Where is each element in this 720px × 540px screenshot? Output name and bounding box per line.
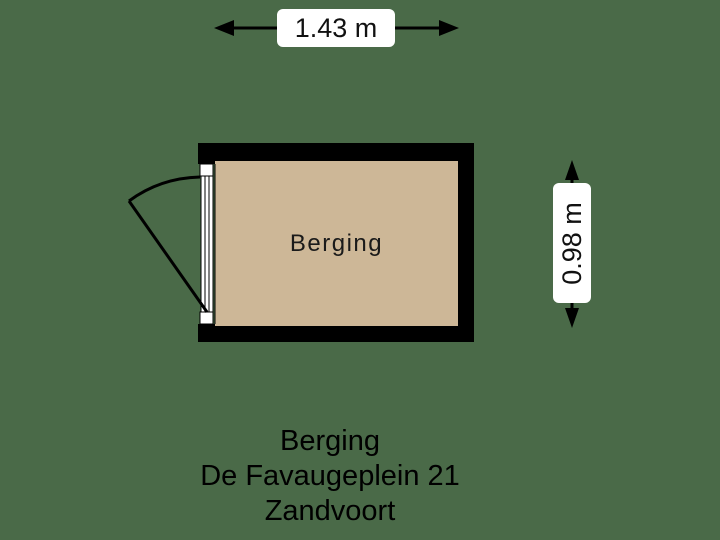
depth-value: 0.98 m xyxy=(556,201,587,285)
arrow-right-icon xyxy=(439,20,459,36)
width-dimension-label: 1.43 m xyxy=(277,9,395,47)
width-dimension-line xyxy=(214,20,459,36)
room-name: Berging xyxy=(289,229,384,257)
caption-city: Zandvoort xyxy=(264,495,396,527)
arrow-down-icon xyxy=(565,308,579,328)
floorplan-caption: Berging De Favaugeplein 21 Zandvoort xyxy=(130,424,530,529)
door-swing-arc xyxy=(128,175,201,203)
caption-room-type: Berging xyxy=(280,425,380,457)
door xyxy=(127,163,216,325)
arrow-left-icon xyxy=(214,20,234,36)
door-leaf-line xyxy=(127,200,209,313)
width-value: 1.43 m xyxy=(294,12,378,43)
depth-dimension-label: 0.98 m xyxy=(553,183,591,303)
caption-address: De Favaugeplein 21 xyxy=(200,460,460,492)
room-label-berging: Berging xyxy=(215,161,458,326)
room-floor xyxy=(215,161,458,326)
arrow-up-icon xyxy=(565,160,579,180)
